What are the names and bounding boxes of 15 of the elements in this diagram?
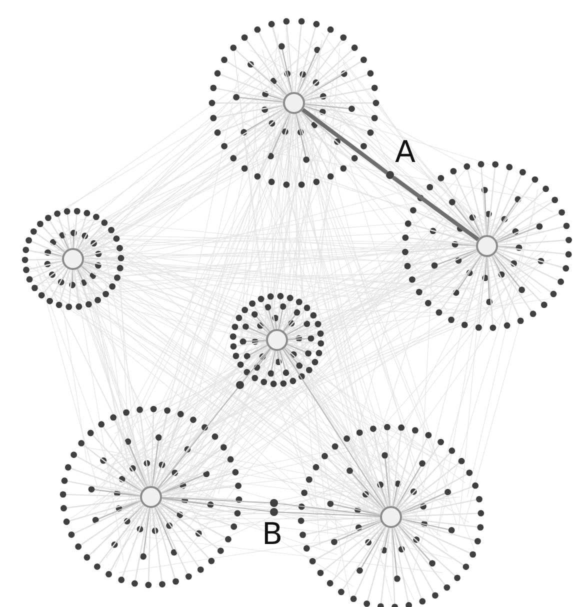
link-line [157,388,238,489]
network-node [236,381,244,389]
letter-label: B [262,520,283,550]
network-node [270,508,278,516]
network-node [270,499,278,507]
link-line [161,497,270,504]
link-line [302,108,388,174]
link-line [277,502,381,516]
link-line [278,512,380,518]
link-line [282,348,386,508]
link-line [392,176,480,242]
letter-label: A [395,138,416,168]
network-node [386,171,394,179]
link-line [161,498,271,512]
link-line [242,348,271,382]
